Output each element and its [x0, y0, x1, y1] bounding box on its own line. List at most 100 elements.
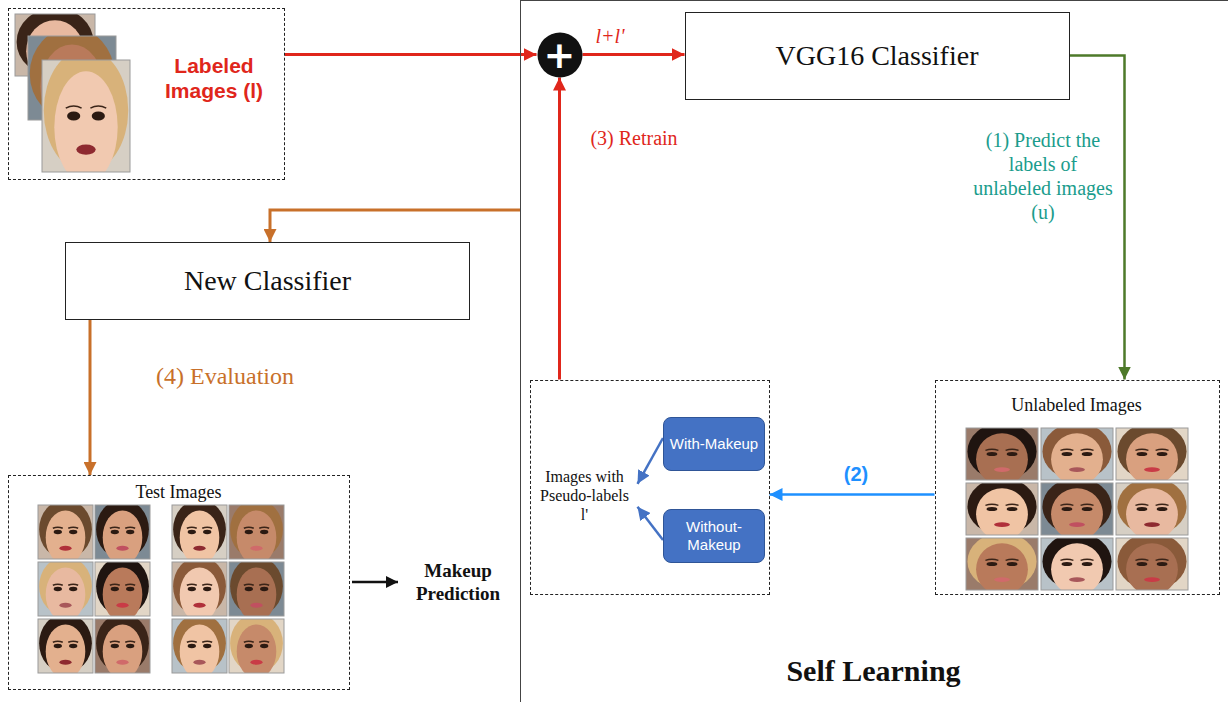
photo-frame: [1116, 428, 1188, 480]
drawing-part: [126, 587, 134, 591]
face-photo: [1116, 428, 1188, 480]
drawing-part: [1062, 507, 1073, 511]
flow-arrow: [583, 53, 685, 56]
drawing-part: [1007, 562, 1018, 566]
drawing-part: [1137, 507, 1148, 511]
face-photo: [38, 562, 93, 616]
drawing-part: [1135, 559, 1148, 560]
drawing-part: [59, 660, 71, 665]
operator-symbol: +: [544, 36, 576, 74]
drawing-part: [1135, 504, 1148, 505]
photo-frame: [1041, 428, 1113, 480]
drawing-part: [46, 510, 86, 559]
box-title: New Classifier: [184, 264, 351, 298]
drawing-part: [125, 527, 135, 528]
drawing-part: [53, 527, 63, 528]
drawing-part: [1081, 449, 1094, 450]
step-label: l+l': [590, 24, 630, 48]
drawing-part: [1137, 452, 1148, 456]
drawing-part: [54, 587, 62, 591]
photo-frame: [966, 428, 1038, 480]
drawing-part: [987, 507, 998, 511]
drawing-part: [994, 522, 1010, 527]
drawing-part: [46, 624, 86, 673]
drawing-part: [987, 452, 998, 456]
drawing-part: [244, 641, 254, 642]
drawing-part: [66, 106, 82, 108]
drawing-part: [1156, 449, 1169, 450]
pseudo-label-box: Images with Pseudo-labels l'With-MakeupW…: [530, 380, 770, 595]
drawing-part: [54, 644, 62, 648]
photo-frame: [229, 619, 284, 673]
face-photo: [1041, 483, 1113, 535]
face-photo: [95, 562, 150, 616]
drawing-part: [237, 567, 277, 616]
drawing-part: [1082, 507, 1093, 511]
drawing-part: [188, 530, 196, 534]
face-photo: [966, 428, 1038, 480]
drawing-part: [1137, 562, 1148, 566]
drawing-part: [67, 112, 80, 121]
photo-frame: [1116, 538, 1188, 590]
photo-frame: [172, 562, 227, 616]
drawing-part: [202, 527, 212, 528]
photo-frame: [95, 619, 150, 673]
drawing-part: [259, 527, 269, 528]
drawing-part: [260, 530, 268, 534]
drawing-part: [53, 584, 63, 585]
connector-group: [90, 55, 1125, 541]
drawing-part: [1069, 522, 1085, 527]
face-photo: [38, 619, 93, 673]
drawing-part: [187, 584, 197, 585]
drawing-part: [1006, 559, 1019, 560]
region-title: Self Learning: [521, 653, 1226, 689]
face-photo: [229, 619, 284, 673]
face-photo: [966, 538, 1038, 590]
drawing-part: [116, 603, 128, 608]
process-box: VGG16 Classifier: [685, 12, 1070, 100]
photo-frame: [38, 505, 93, 559]
step-label: (3) Retrain: [574, 126, 694, 150]
drawing-part: [259, 641, 269, 642]
face-photo: [172, 505, 227, 559]
drawing-part: [90, 106, 106, 108]
class-box: Without-Makeup: [663, 509, 765, 563]
drawing-part: [1069, 467, 1085, 472]
photo-frame: [95, 505, 150, 559]
drawing-part: [1051, 433, 1103, 480]
drawing-part: [103, 624, 143, 673]
face-photo: [966, 483, 1038, 535]
process-box: New Classifier: [65, 242, 470, 320]
drawing-part: [103, 567, 143, 616]
drawing-part: [202, 584, 212, 585]
drawing-part: [69, 587, 77, 591]
drawing-part: [1007, 507, 1018, 511]
face-photo: [1041, 428, 1113, 480]
face-photo: [42, 60, 130, 172]
drawing-part: [1007, 452, 1018, 456]
drawing-part: [203, 587, 211, 591]
photo-frame: [229, 562, 284, 616]
photo-frame: [966, 483, 1038, 535]
drawing-part: [188, 644, 196, 648]
drawing-part: [1157, 562, 1168, 566]
drawing-part: [68, 584, 78, 585]
face-photo: [95, 619, 150, 673]
drawing-part: [260, 587, 268, 591]
image-group-box: Unlabeled Images: [935, 380, 1220, 595]
drawing-part: [1060, 504, 1073, 505]
drawing-part: [203, 530, 211, 534]
photo-frame: [172, 619, 227, 673]
drawing-part: [245, 644, 253, 648]
drawing-part: [1006, 449, 1019, 450]
flow-arrow: [89, 320, 92, 475]
drawing-part: [110, 641, 120, 642]
region-box: Self Learning + VGG16 ClassifierUnlabeled …: [520, 0, 1228, 702]
drawing-part: [180, 624, 220, 673]
drawing-part: [1157, 452, 1168, 456]
face-photo: [1116, 483, 1188, 535]
drawing-part: [237, 510, 277, 559]
drawing-part: [985, 504, 998, 505]
